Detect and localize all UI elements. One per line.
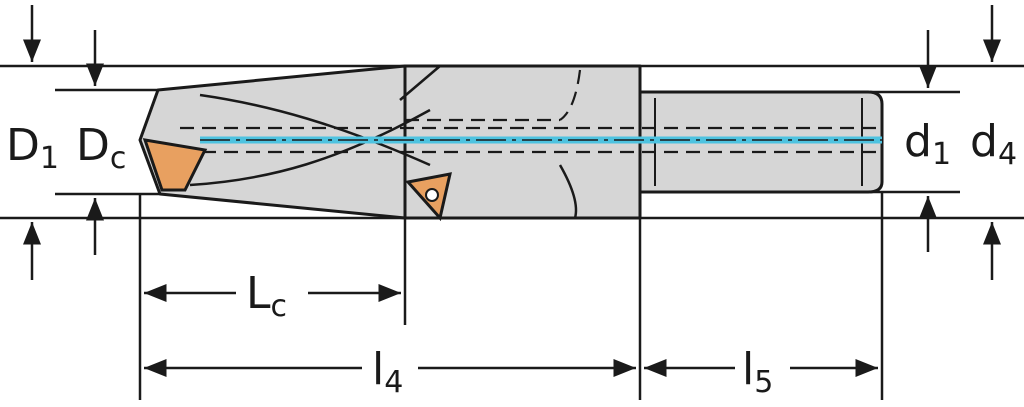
central-insert (142, 138, 208, 192)
label-d4: d4 (970, 116, 1017, 172)
label-d1: d1 (904, 116, 951, 172)
diameter-arrows (23, 5, 1001, 280)
hidden-lines (180, 69, 880, 154)
label-Dc: Dc (76, 120, 126, 176)
label-Lc: Lc (246, 268, 287, 324)
extension-lines (138, 192, 884, 400)
label-D1: D1 (6, 120, 59, 176)
label-l5: l5 (742, 344, 773, 400)
insert-screw (425, 188, 439, 202)
label-l4: l4 (372, 344, 403, 400)
length-arrows (144, 284, 878, 377)
